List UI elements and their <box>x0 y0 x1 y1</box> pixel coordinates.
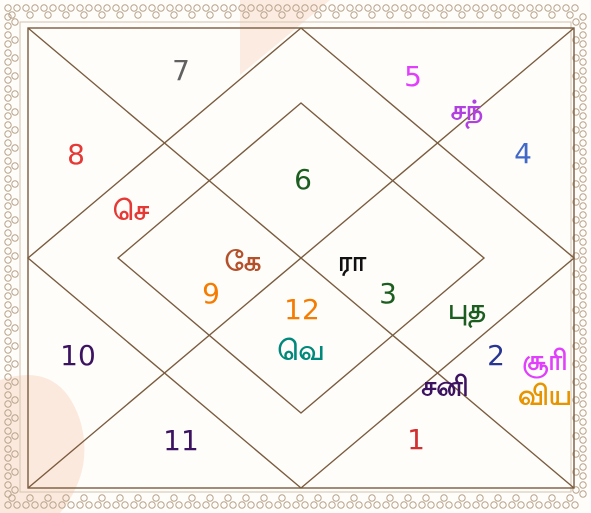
planet-kethu: கே <box>225 249 261 276</box>
planet-sukkiran: வெ <box>278 338 325 365</box>
house-number-10: 10 <box>60 342 96 370</box>
house-number-12: 12 <box>284 296 320 324</box>
house-number-2: 2 <box>487 342 505 370</box>
house-number-11: 11 <box>163 427 199 455</box>
planet-viyazhan: விய <box>518 383 572 410</box>
planet-sooriyan: சூரி <box>522 348 567 375</box>
house-number-4: 4 <box>514 140 532 168</box>
planet-budhan: புத <box>448 297 486 324</box>
house-number-3: 3 <box>379 280 397 308</box>
house-number-5: 5 <box>404 63 422 91</box>
house-number-9: 9 <box>202 280 220 308</box>
planet-sani: சனி <box>421 374 468 401</box>
house-number-7: 7 <box>172 57 190 85</box>
house-number-8: 8 <box>67 141 85 169</box>
planet-raahu: ரா <box>338 249 366 276</box>
house-number-1: 1 <box>407 426 425 454</box>
planet-sevvai: செ <box>113 198 149 225</box>
planet-chandran: சந் <box>451 98 483 125</box>
house-number-6: 6 <box>294 166 312 194</box>
